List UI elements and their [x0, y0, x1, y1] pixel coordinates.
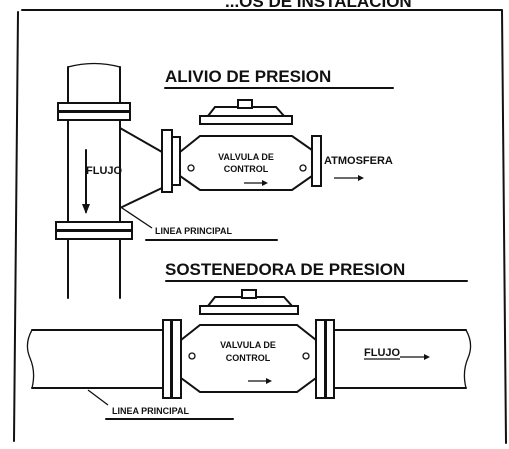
sustaining-flow-label: FLUJO: [364, 347, 401, 359]
sustaining-main-line-label: LINEA PRINCIPAL: [112, 406, 190, 416]
horizontal-main-pipe: [26, 329, 472, 389]
sustaining-control-valve: [162, 289, 335, 399]
sustaining-flow-arrow: [400, 354, 430, 360]
relief-valve-label-2: CONTROL: [224, 164, 269, 174]
sustaining-valve-label-1: VALVULA DE: [220, 340, 276, 350]
vertical-main-pipe: [55, 62, 163, 299]
sustaining-main-line-leader: [87, 389, 109, 406]
relief-main-line-leader: [121, 207, 153, 229]
relief-outlet-arrow: [334, 175, 364, 181]
relief-valve-label-1: VALVULA DE: [218, 152, 274, 162]
sustaining-title: SOSTENEDORA DE PRESION: [165, 260, 405, 279]
sustaining-valve-label-2: CONTROL: [226, 353, 271, 363]
relief-control-valve: [161, 99, 322, 193]
header-title: ...OS DE INSTALACION: [225, 0, 412, 11]
relief-main-line-label: LINEA PRINCIPAL: [155, 226, 233, 236]
outer-frame: [13, 9, 507, 444]
relief-title: ALIVIO DE PRESION: [165, 67, 331, 86]
relief-outlet-label: ATMOSFERA: [324, 155, 393, 167]
relief-flow-label: FLUJO: [86, 165, 123, 177]
